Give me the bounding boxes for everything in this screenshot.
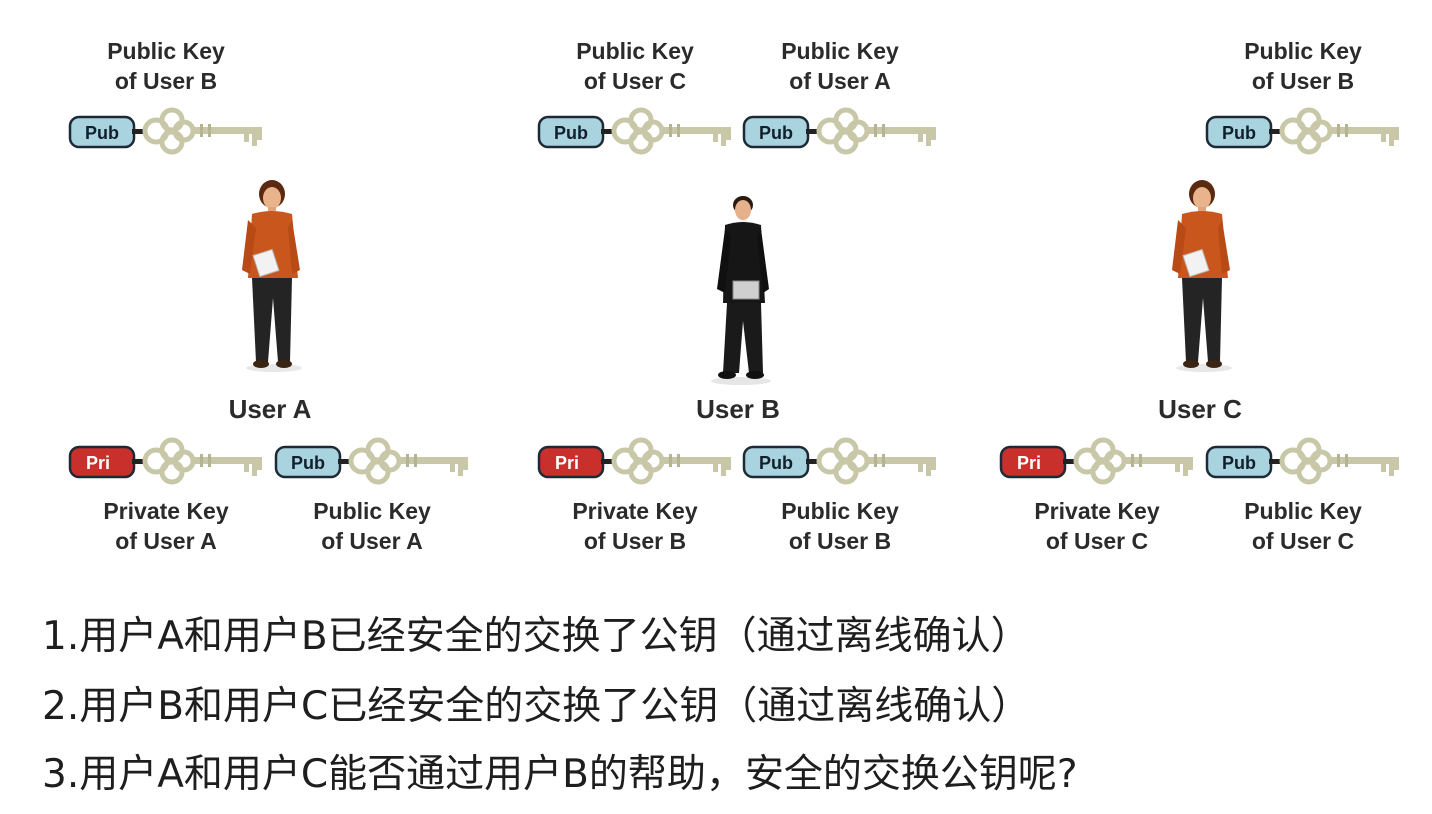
key-tag-text: Pri [86,453,110,473]
label-line: Public Key [313,498,431,524]
top-label-user-a-column: Public Key of User B [71,36,261,96]
private-key-user-a-label: Private Key of User A [71,496,261,556]
public-key-user-b-label: Public Key of User B [745,496,935,556]
label-line: of User B [583,528,687,554]
label-line: Public Key [107,38,225,64]
label-line: of User B [114,68,218,94]
label-line: Public Key [1244,38,1362,64]
label-line: of User A [789,68,891,94]
user-b-label: User B [696,394,780,424]
key-tag-text: Pri [555,453,579,473]
private-key-icon: Pri [68,437,268,487]
label-line: of User C [583,68,687,94]
private-key-icon: Pri [999,437,1199,487]
label-line: of User B [788,528,892,554]
public-key-icon: Pub [1205,437,1405,487]
label-line: of User A [115,528,217,554]
private-key-user-c-label: Private Key of User C [1002,496,1192,556]
key-tag-text: Pub [1222,453,1256,473]
question-line-2: 2.用户B和用户C已经安全的交换了公钥（通过离线确认） [42,684,1031,729]
public-key-icon: Pub [742,107,942,157]
key-tag-text: Pub [85,123,119,143]
public-key-icon: Pub [742,437,942,487]
key-tag-text: Pub [1222,123,1256,143]
label-line: Private Key [1034,498,1160,524]
key-tag-text: Pub [554,123,588,143]
label-line: Public Key [781,38,899,64]
label-line: of User B [1251,68,1355,94]
label-line: of User A [321,528,423,554]
label-line: Public Key [576,38,694,64]
private-key-icon: Pri [537,437,737,487]
private-key-user-b-label: Private Key of User B [540,496,730,556]
user-a-label: User A [228,394,312,424]
label-line: Public Key [1244,498,1362,524]
public-key-user-a-label: Public Key of User A [277,496,467,556]
user-c-label: User C [1158,394,1242,424]
label-line: of User C [1251,528,1355,554]
key-tag-text: Pub [759,453,793,473]
key-tag-text: Pri [1017,453,1041,473]
label-line: Public Key [781,498,899,524]
question-line-1: 1.用户A和用户B已经安全的交换了公钥（通过离线确认） [42,614,1030,659]
man-figure-icon [705,193,775,392]
key-tag-text: Pub [759,123,793,143]
top-label-user-c-column: Public Key of User B [1208,36,1398,96]
question-line-3: 3.用户A和用户C能否通过用户B的帮助，安全的交换公钥呢? [42,752,1078,797]
top-label-user-b-column-left: Public Key of User C [540,36,730,96]
woman-figure-icon [236,178,306,377]
label-line: Private Key [572,498,698,524]
top-label-user-b-column-right: Public Key of User A [745,36,935,96]
public-key-icon: Pub [537,107,737,157]
public-key-user-c-label: Public Key of User C [1208,496,1398,556]
key-tag-text: Pub [291,453,325,473]
label-line: Private Key [103,498,229,524]
woman-figure-icon [1166,178,1236,377]
label-line: of User C [1045,528,1149,554]
public-key-icon: Pub [274,437,474,487]
public-key-icon: Pub [68,107,268,157]
public-key-icon: Pub [1205,107,1405,157]
